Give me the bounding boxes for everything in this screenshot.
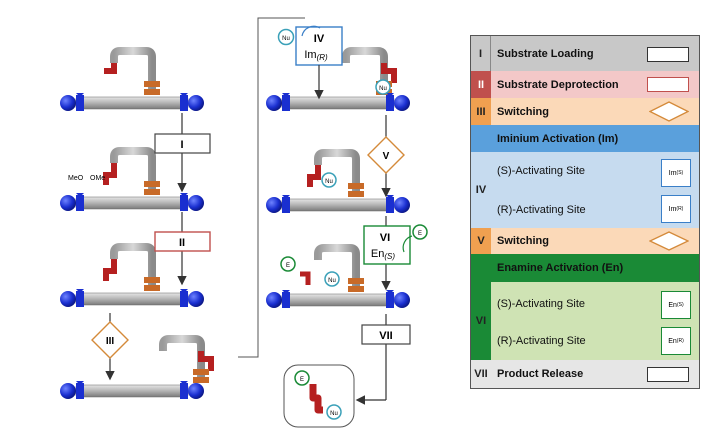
shuttle-unit: [266, 149, 410, 213]
step-VI-box: [363, 225, 411, 265]
en-s-icon: En(S): [661, 291, 691, 319]
step-VII-label: VII: [379, 330, 392, 342]
en-r-icon: En(R): [661, 327, 691, 355]
legend-row-VI: Enamine Activation (En): [471, 254, 699, 282]
shuttle-unit: [60, 147, 204, 211]
shuttle-unit: [60, 335, 214, 399]
meo-label: MeO: [68, 175, 84, 182]
step-IV-im: Im(R): [304, 49, 328, 62]
step-III-label: III: [106, 336, 115, 347]
step-III-diamond: [91, 321, 129, 359]
legend-row-III: III Switching: [471, 98, 699, 125]
im-s-icon: Im(S): [661, 159, 691, 187]
step-V-diamond: [367, 136, 405, 174]
legend-row-IV-sites: IV (S)-Activating Site (R)-Activating Si…: [471, 152, 699, 228]
reagent-label: Nu: [325, 179, 333, 185]
reagent-label: Nu: [328, 278, 336, 284]
reagent-circle: [321, 172, 337, 188]
switch-diamond-icon: [649, 231, 689, 251]
e-circle: [412, 224, 428, 240]
legend-row-VII: VII Product Release: [471, 360, 699, 388]
switch-diamond-icon: [649, 101, 689, 122]
shuttle-unit: [266, 244, 410, 308]
im-r-icon: Im(R): [661, 195, 691, 223]
reagent-circle: [280, 256, 296, 272]
reagent-circle: [375, 79, 391, 95]
step-II-label: II: [179, 237, 185, 249]
step-I-label: I: [180, 139, 183, 151]
legend-row-IV: Iminium Activation (Im): [471, 125, 699, 152]
legend-row-VI-sites: VI (S)-Activating Site (R)-Activating Si…: [471, 282, 699, 360]
step-VI-en: En(S): [371, 248, 395, 261]
ome-label: OMe: [90, 175, 105, 182]
svg-text:E: E: [300, 377, 304, 383]
legend-row-II: II Substrate Deprotection: [471, 71, 699, 98]
legend-panel: I Substrate Loading II Substrate Deprote…: [470, 35, 700, 389]
reagent-circle: [324, 271, 340, 287]
step-VII-box: [361, 324, 411, 345]
shuttle-unit: [266, 47, 410, 111]
step-II-box: [154, 231, 211, 252]
shuttle-unit: [60, 243, 204, 307]
reagent-label: E: [286, 263, 290, 269]
step-IV-box: [295, 26, 343, 66]
step-VI-label: VI: [380, 232, 390, 244]
svg-text:Nu: Nu: [282, 36, 290, 42]
step-IV-label: IV: [314, 33, 325, 45]
legend-row-I: I Substrate Loading: [471, 36, 699, 71]
reagent-label: Nu: [379, 86, 387, 92]
nu-circle: [277, 28, 295, 46]
step-I-box: [154, 133, 211, 154]
svg-text:Nu: Nu: [330, 411, 338, 417]
shuttle-unit: [60, 47, 204, 111]
step-V-label: V: [383, 151, 390, 162]
svg-text:E: E: [418, 231, 422, 237]
legend-row-V: V Switching: [471, 228, 699, 254]
